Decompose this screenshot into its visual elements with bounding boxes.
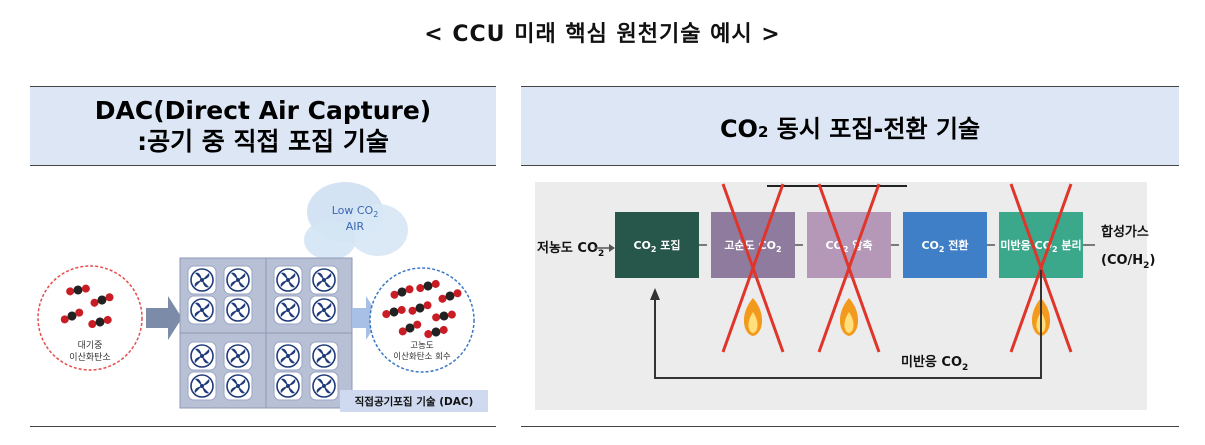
left-heading-line2: :공기 중 직접 포집 기술 (137, 127, 389, 156)
fan-icon (273, 371, 303, 401)
concentrated-co2-circle: 고농도 이산화탄소 회수 (369, 267, 475, 373)
recycle-loop: 미반응 CO2 (650, 270, 1042, 379)
flow-arrow-left (146, 296, 182, 340)
fan-icon (223, 371, 253, 401)
output-line1: 합성가스 (1101, 224, 1149, 240)
right-heading-text: CO2 동시 포집-전환 기술 (719, 114, 981, 143)
fan-icon (223, 265, 253, 295)
fan-icon (309, 295, 339, 325)
fan-icon (309, 265, 339, 295)
fan-icon (187, 265, 217, 295)
fan-icon (187, 341, 217, 371)
low-co2-cloud: Low CO2 AIR (304, 182, 408, 260)
process-step: 미반응 CO2 분리 (999, 183, 1095, 353)
dac-caption: 직접공기포집 기술 (DAC) (340, 390, 488, 412)
step-label: 미반응 CO2 분리 (1000, 238, 1081, 254)
left-circle-line1: 대기중 (78, 340, 103, 351)
cloud-label-line2: AIR (346, 220, 365, 233)
step-box (615, 212, 699, 278)
left-circle-line2: 이산화탄소 (69, 352, 110, 363)
fan-icon (187, 295, 217, 325)
caption-text: 직접공기포집 기술 (DAC) (355, 395, 474, 408)
cross-mark (1009, 183, 1073, 353)
fan-icon (187, 371, 217, 401)
step-box (903, 212, 987, 278)
fan-icon (273, 295, 303, 325)
fan-icon (223, 341, 253, 371)
step-label: 고순도 CO2 (724, 239, 781, 254)
fan-icon (309, 371, 339, 401)
right-circle-line1: 고농도 (410, 341, 434, 351)
fan-icon (309, 341, 339, 371)
right-bottom-rule (521, 426, 1179, 427)
step-label: CO2 압축 (825, 238, 872, 254)
right-panel-heading: CO2 동시 포집-전환 기술 (521, 86, 1179, 166)
cross-mark (721, 183, 785, 353)
cross-mark (817, 183, 881, 353)
step-label: CO2 전환 (921, 238, 968, 254)
dac-diagram: Low CO2 AIR 대기중 이산화탄소 고농도 이산화탄소 회수 (37, 182, 488, 412)
left-bottom-rule (30, 426, 496, 427)
recycle-label: 미반응 CO2 (901, 354, 968, 373)
fan-icon (273, 341, 303, 371)
process-step: 고순도 CO2 (711, 183, 803, 353)
atmospheric-co2-circle: 대기중 이산화탄소 (37, 265, 143, 371)
cloud-label-line1: Low CO2 (332, 204, 379, 219)
right-circle-line2: 이산화탄소 회수 (393, 351, 451, 362)
process-step: CO2 전환 (903, 212, 995, 278)
step-label: CO2 포집 (633, 238, 680, 254)
process-step: CO2 포집 (615, 212, 707, 278)
input-label: 저농도 CO2 (537, 241, 604, 259)
flame-core-icon (748, 312, 758, 333)
process-step: CO2 압축 (807, 183, 899, 353)
page-title: < CCU 미래 핵심 원천기술 예시 > (424, 22, 781, 47)
flame-core-icon (844, 312, 854, 333)
fan-icon (223, 295, 253, 325)
left-panel-heading: DAC(Direct Air Capture) :공기 중 직접 포집 기술 (30, 86, 496, 166)
output-line2: (CO/H2) (1101, 253, 1155, 271)
left-heading-line1: DAC(Direct Air Capture) (94, 96, 432, 125)
fan-array (179, 257, 353, 409)
fan-icon (273, 265, 303, 295)
